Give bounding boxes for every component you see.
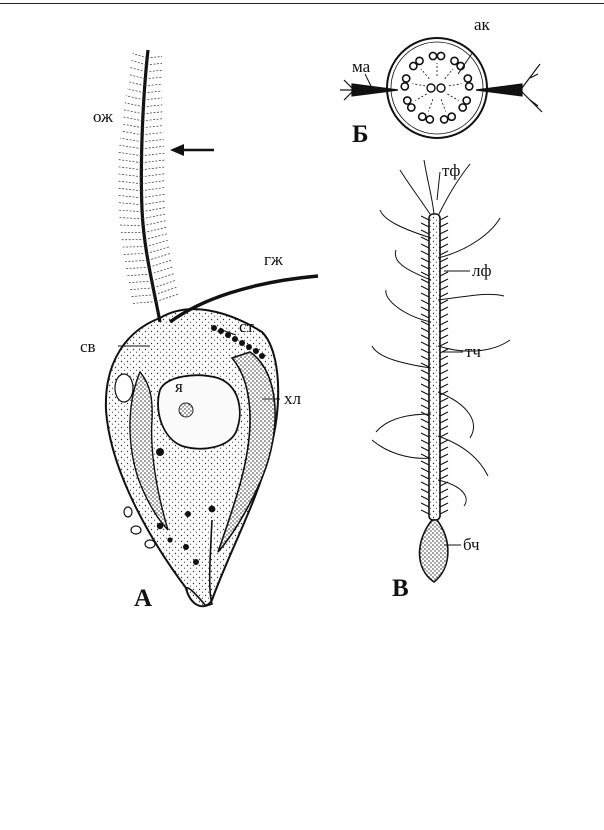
label-ma: ма (352, 57, 371, 76)
panel-b (340, 38, 542, 138)
label-bch: бч (463, 535, 480, 554)
label-tch: тч (465, 342, 481, 361)
label-sv: св (80, 337, 96, 356)
label-gj: гж (264, 250, 283, 269)
label-lf: лф (472, 261, 492, 280)
flagellum-shaft (429, 214, 440, 520)
panel-letter-b: Б (352, 121, 369, 148)
label-ak: ак (474, 15, 491, 34)
nucleolus (179, 403, 193, 417)
basal-part (420, 520, 448, 582)
label-ya: я (175, 377, 183, 396)
arrow-icon (170, 144, 214, 156)
label-tf: тф (442, 161, 460, 180)
panel-c (372, 160, 510, 582)
label-oj: ож (93, 107, 113, 126)
panel-letter-c: В (392, 575, 409, 602)
nucleus (158, 375, 240, 448)
label-st: ст (239, 317, 255, 336)
label-hl: хл (284, 389, 302, 408)
panel-letter-a: А (134, 585, 152, 612)
panel-a (106, 50, 318, 606)
